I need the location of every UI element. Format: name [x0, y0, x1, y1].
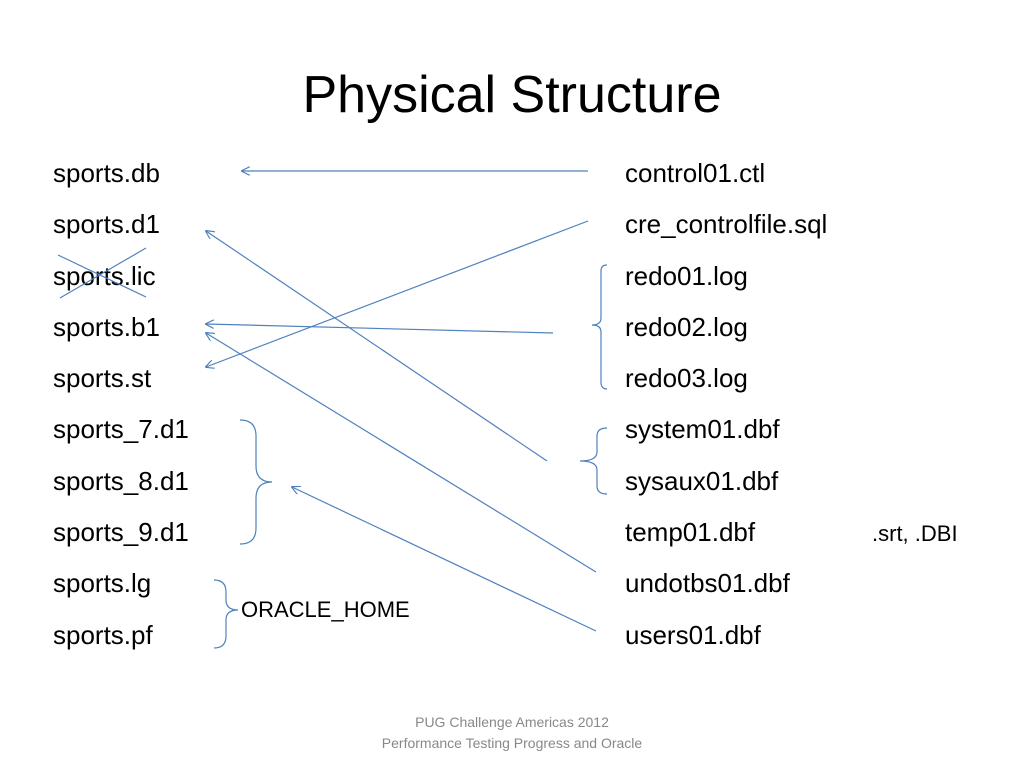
left-file-list: sports.db sports.d1 sports.lic sports.b1… [53, 153, 189, 666]
arrow-undotbs-to-b1 [206, 333, 597, 573]
slide-title: Physical Structure [302, 66, 722, 124]
left-file-item: sports.b1 [53, 311, 160, 342]
brace-sports-datafiles [239, 419, 273, 545]
brace-redo-logs [591, 264, 608, 390]
brace-system-sysaux [579, 427, 608, 495]
left-file-item: sports_8.d1 [53, 465, 189, 496]
cross-out-mark [59, 247, 147, 299]
left-file-item: sports.lg [53, 568, 152, 599]
arrow-users-to-sports-d1-group [292, 487, 597, 632]
arrow-sysaux-to-d1 [206, 231, 548, 462]
right-file-item: cre_controlfile.sql [625, 209, 828, 240]
footer-event: PUG Challenge Americas 2012 [415, 714, 609, 730]
right-file-item: temp01.dbf [625, 517, 756, 548]
left-file-item: sports.db [53, 158, 160, 188]
right-file-item: control01.ctl [625, 158, 766, 188]
right-file-item: redo01.log [625, 260, 748, 291]
right-file-item: sysaux01.dbf [625, 465, 779, 496]
left-file-item: sports.pf [53, 619, 153, 650]
right-file-item: redo03.log [625, 363, 748, 394]
brace-oracle-home [213, 579, 239, 649]
right-file-list: control01.ctl cre_controlfile.sql redo01… [625, 153, 827, 666]
right-file-item: users01.dbf [625, 619, 761, 650]
right-file-item: system01.dbf [625, 414, 780, 445]
left-file-item: sports.d1 [53, 209, 160, 240]
left-file-item: sports_9.d1 [53, 517, 189, 548]
left-file-item: sports.lic [53, 260, 156, 291]
right-file-item: undotbs01.dbf [625, 568, 790, 599]
left-file-item: sports_7.d1 [53, 414, 189, 445]
right-file-item: redo02.log [625, 311, 748, 342]
arrow-redo-to-b1 [206, 324, 554, 334]
srt-dbi-note: .srt, .DBI [872, 521, 958, 546]
cross-out-mark [57, 254, 147, 298]
oracle-home-note: ORACLE_HOME [241, 597, 410, 622]
slide-footer: PUG Challenge Americas 2012 Performance … [0, 712, 1024, 754]
footer-topic: Performance Testing Progress and Oracle [381, 735, 643, 751]
left-file-item: sports.st [53, 363, 152, 394]
arrow-cresql-to-st [206, 220, 589, 367]
